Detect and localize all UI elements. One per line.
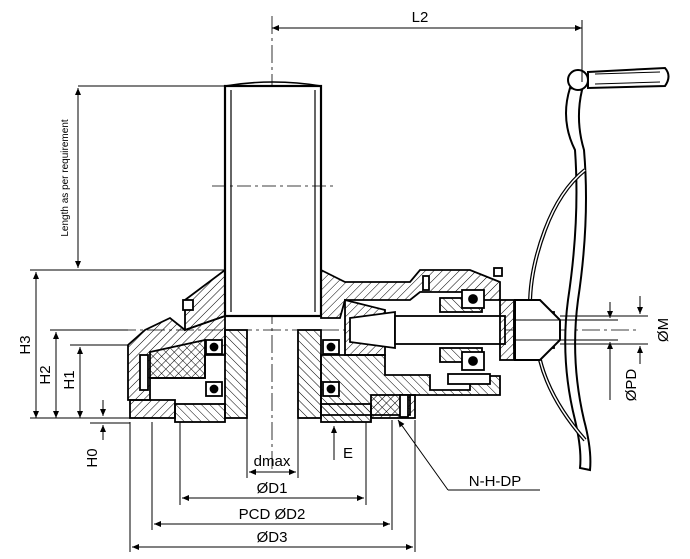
label-D3: ØD3: [257, 529, 288, 546]
label-D1: ØD1: [257, 480, 288, 497]
label-H2: H2: [37, 365, 54, 384]
label-D2: PCD ØD2: [239, 506, 306, 523]
label-M: ØM: [655, 318, 672, 342]
label-H0: H0: [84, 448, 101, 467]
label-NHDP: N-H-DP: [469, 473, 522, 490]
dimension-labels: L2 Length as per requirement H3 H2 H1 H0…: [17, 9, 672, 546]
label-L2: L2: [412, 9, 429, 26]
label-H3: H3: [17, 335, 34, 354]
gearbox-housing: [127, 267, 555, 423]
label-E: E: [343, 445, 353, 462]
label-PD: ØPD: [623, 369, 640, 402]
label-length-note: Length as per requirement: [60, 119, 71, 237]
label-H1: H1: [61, 370, 78, 389]
label-dmax: dmax: [254, 453, 291, 470]
dimension-lines: [30, 20, 648, 552]
handwheel: [514, 66, 670, 472]
extension-tube: [212, 81, 334, 318]
